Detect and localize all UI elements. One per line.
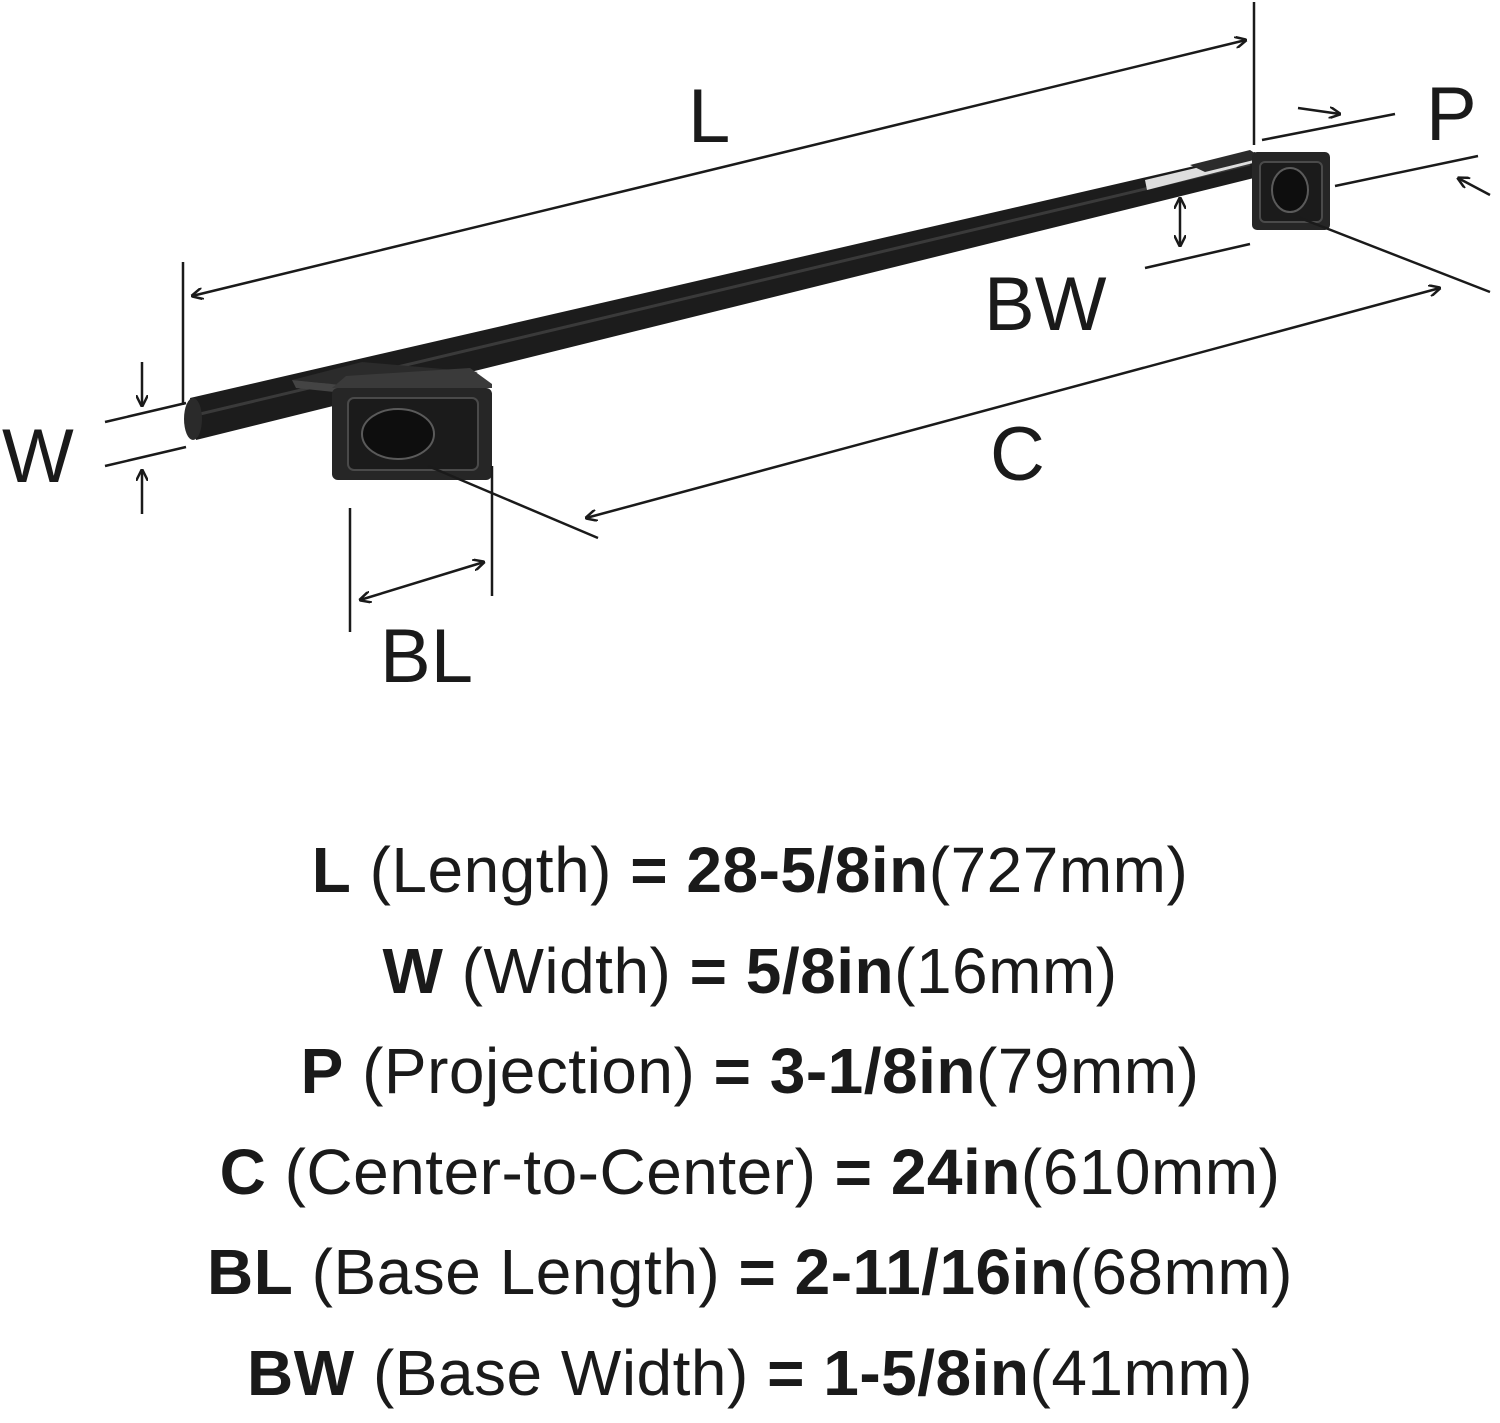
spec-imperial: 2-11/16in <box>795 1236 1070 1308</box>
spec-row-base-length: BL (Base Length) = 2-11/16in(68mm) <box>0 1222 1500 1323</box>
spec-code: L <box>312 834 352 906</box>
label-p: P <box>1426 72 1477 157</box>
dimension-lines <box>105 2 1490 632</box>
label-bw: BW <box>984 262 1107 347</box>
spec-row-base-width: BW (Base Width) = 1-5/8in(41mm) <box>0 1323 1500 1423</box>
spec-code: BW <box>247 1337 355 1409</box>
towel-bar-illustration <box>184 150 1330 480</box>
spec-imperial: 24in <box>891 1136 1021 1208</box>
spec-imperial: 28-5/8in <box>686 834 928 906</box>
spec-imperial: 1-5/8in <box>823 1337 1029 1409</box>
towel-bar-dimension-diagram: L P BW W C BL <box>0 0 1500 760</box>
spec-name: (Projection) <box>362 1035 695 1107</box>
spec-equals: = <box>738 1236 776 1308</box>
spec-row-width: W (Width) = 5/8in(16mm) <box>0 921 1500 1022</box>
spec-imperial: 5/8in <box>746 935 894 1007</box>
spec-code: W <box>382 935 443 1007</box>
spec-name: (Base Length) <box>312 1236 721 1308</box>
spec-code: C <box>220 1136 267 1208</box>
label-w: W <box>2 414 74 499</box>
bar-end-cap <box>184 398 202 440</box>
spec-imperial: 3-1/8in <box>770 1035 976 1107</box>
spec-equals: = <box>690 935 728 1007</box>
spec-metric: (68mm) <box>1070 1236 1293 1308</box>
spec-name: (Length) <box>370 834 612 906</box>
label-l: L <box>688 74 730 159</box>
right-post <box>1190 150 1330 230</box>
spec-code: BL <box>207 1236 293 1308</box>
spec-name: (Base Width) <box>373 1337 749 1409</box>
spec-name: (Width) <box>462 935 672 1007</box>
spec-metric: (16mm) <box>894 935 1117 1007</box>
spec-equals: = <box>630 834 668 906</box>
label-c: C <box>990 412 1045 497</box>
spec-equals: = <box>835 1136 873 1208</box>
spec-code: P <box>301 1035 344 1107</box>
spec-row-center-to-center: C (Center-to-Center) = 24in(610mm) <box>0 1122 1500 1223</box>
spec-metric: (610mm) <box>1021 1136 1281 1208</box>
label-bl: BL <box>380 614 473 699</box>
dimension-spec-list: L (Length) = 28-5/8in(727mm) W (Width) =… <box>0 820 1500 1423</box>
spec-metric: (79mm) <box>976 1035 1199 1107</box>
spec-row-projection: P (Projection) = 3-1/8in(79mm) <box>0 1021 1500 1122</box>
spec-equals: = <box>714 1035 752 1107</box>
spec-equals: = <box>767 1337 805 1409</box>
spec-metric: (727mm) <box>929 834 1189 906</box>
spec-metric: (41mm) <box>1030 1337 1253 1409</box>
left-post <box>292 362 492 480</box>
spec-name: (Center-to-Center) <box>285 1136 817 1208</box>
spec-row-length: L (Length) = 28-5/8in(727mm) <box>0 820 1500 921</box>
